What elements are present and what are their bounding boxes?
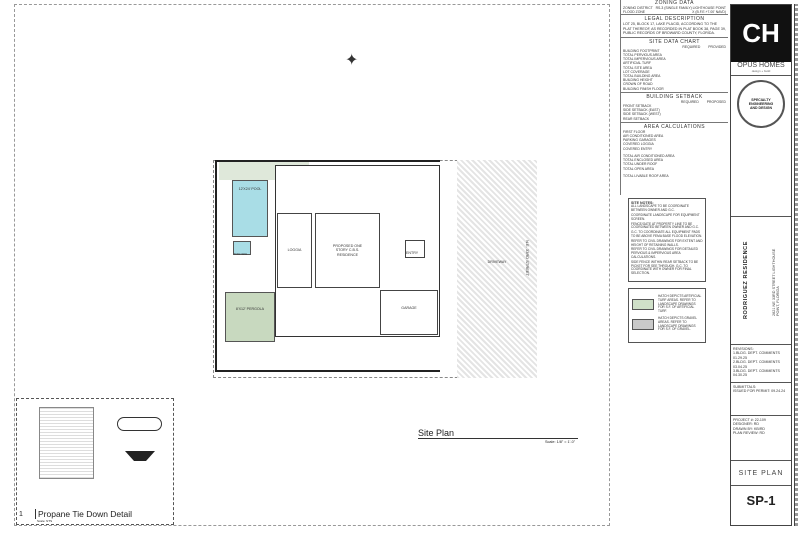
pool: 12'X24' POOL [232, 180, 268, 237]
legend-swatch [632, 319, 654, 331]
table-row: BUILDING FINISH FLOOR [623, 86, 664, 91]
plan-scale: Scale: 1/8" = 1'-0" [545, 440, 576, 444]
table-row: TOTAL IMPERVIOUS AREA [623, 57, 666, 62]
propane-tank-icon [117, 417, 162, 431]
legend-item: HATCH DEPICTS GRAVEL AREAS. REFER TO LAN… [632, 315, 702, 332]
legend-item: HATCH DEPICTS ARTIFICIAL TURF AREAS. REF… [632, 294, 702, 314]
street-label: N.E. 33RD STREET [525, 240, 530, 277]
area-row: PARKING GARAGES [623, 138, 656, 143]
spa: 6'X6' SPA [233, 241, 251, 256]
logo: CH [731, 5, 791, 62]
entry: ENTRY [405, 240, 425, 258]
sheet-title: SITE PLAN [731, 461, 791, 486]
table-row: BUILDING HEIGHT [623, 78, 653, 83]
loggia: LOGGIA [277, 213, 312, 288]
table-row: ARTIFICIAL TURF [623, 61, 652, 66]
zoning-label: ZONING DISTRICT [623, 6, 653, 10]
area-row: FIRST FLOOR [623, 129, 646, 134]
wall-line [215, 160, 440, 372]
table-row: FRONT SETBACK [623, 104, 652, 109]
garage: GARAGE [380, 290, 438, 335]
site-note: COORDINATE LANDSCAPE FOR EQUIPMENT SCREE… [631, 213, 700, 221]
site-note: FENCE/GATE AT PROPERTY LINE TO BE COORDI… [631, 221, 699, 230]
revision-item: 2.BLDG. DEPT. COMMENTS 03.04.25 [733, 360, 780, 369]
area-row: AIR CONDITIONED AREA [623, 134, 664, 139]
pergola: 8'X12' PERGOLA [225, 292, 275, 342]
area-row: TOTAL AIR CONDITIONED AREA [623, 153, 675, 158]
legend-swatch [632, 298, 654, 310]
propane-detail: 1 Propane Tie Down Detail Scale: NTS [16, 398, 174, 525]
column-header: PROVIDED [708, 44, 726, 49]
project-address: 2821 NE 33RD STREET LIGHTHOUSE POINT, FL… [771, 248, 780, 316]
detail-number: 1 [19, 511, 23, 518]
tank-section-icon [125, 451, 155, 461]
column-header: REQUIRED [680, 99, 699, 104]
drawing-border [14, 4, 610, 526]
zoning-value: RS-3 (SINGLE FAMILY) LIGHTHOUSE POINT [655, 6, 726, 10]
submittal-item: ISSUED FOR PERMIT: 09.24.24 [733, 389, 786, 394]
plan-title: Site Plan [418, 428, 578, 439]
brand-name: OPUS HOMES [737, 62, 785, 69]
revision-item: 3.BLDG. DEPT. COMMENTS 04.30.25 [733, 369, 780, 378]
zoning-label: FLOOD ZONE [623, 10, 646, 15]
detail-sheet-image [39, 407, 94, 479]
project-info-item: DRAWN BY: KB/RD [733, 426, 766, 431]
zoning-row: FLOOD ZONE X (B.F.E.+7.00' NAVD) [623, 10, 726, 14]
table-row: LOT COVERAGE [623, 69, 650, 74]
residence [275, 165, 440, 337]
project-info-item: DESIGNER: RD [733, 422, 759, 427]
area-row: TOTAL ENCLOSED AREA [623, 158, 664, 163]
table-row: TOTAL PERVIOUS AREA [623, 53, 662, 58]
detail-title: Propane Tie Down Detail [35, 509, 132, 519]
table-row: SIDE SETBACK (WEST) [623, 112, 661, 117]
site-plan: 12'X24' POOL 6'X6' SPA 8'X12' PERGOLA LO… [195, 140, 555, 405]
area-row: COVERED ENTRY [623, 146, 653, 151]
site-note: REFER TO CIVIL DRAWINGS FOR DETAILED PER… [631, 247, 698, 259]
table-row: BUILDING FOOTPRINT [623, 48, 660, 53]
area-row: TOTAL OPEN AREA [623, 166, 655, 171]
copyright-strip [794, 4, 798, 526]
column-header: PROPOSED [706, 99, 726, 104]
brand-tagline: design + build [731, 69, 791, 76]
zoning-value: X (B.F.E.+7.00' NAVD) [692, 10, 726, 15]
table-row: CROWN OF ROAD [623, 82, 653, 87]
hatch-legend: HATCH DEPICTS ARTIFICIAL TURF AREAS. REF… [628, 288, 706, 343]
table-row: TOTAL SITE AREA [623, 65, 652, 70]
site-note: SIDE FENCE WITHIN REAR SETBACK TO BE PIC… [631, 259, 699, 276]
project-info-item: PROJECT #: 22-109 [733, 418, 766, 422]
legend-text: HATCH DEPICTS GRAVEL AREAS. REFER TO LAN… [658, 315, 697, 332]
detail-scale: Scale: NTS [37, 519, 53, 523]
sheet-number: SP-1 [746, 493, 776, 508]
table-row: SIDE SETBACK (EAST) [623, 108, 660, 113]
project-info-item: PLAN REVIEW: RD [733, 431, 765, 436]
column-header: REQUIRED [682, 44, 701, 49]
site-note: ALL LANDSCAPE TO BE COORDINATE BETWEEN O… [631, 204, 689, 213]
site-note: REFER TO CIVIL DRAWINGS FOR EXTENT AND H… [631, 238, 703, 247]
project-name: RODRIGUEZ RESIDENCE [742, 241, 749, 320]
title-block: CH OPUS HOMES design + build SPECIALTY E… [730, 4, 792, 526]
table-row: TOTAL BUILDING AREA [623, 74, 661, 79]
north-arrow-icon: ✦ [345, 52, 359, 69]
project-block: RODRIGUEZ RESIDENCE 2821 NE 33RD STREET … [731, 217, 791, 345]
great-room: PROPOSED ONE STORY C.B.S. RESIDENCE [315, 213, 380, 288]
revision-item: 1.BLDG. DEPT. COMMENTS 01.29.25 [733, 351, 780, 360]
table-row: REAR SETBACK [623, 116, 650, 121]
legend-text: HATCH DEPICTS ARTIFICIAL TURF AREAS. REF… [658, 294, 702, 314]
site-note: G.C. TO COORDINATE ALL EQUIPMENT PADS TO… [631, 230, 703, 238]
area-row: COVERED LOGGIA [623, 142, 654, 147]
area-row: TOTAL UNDER ROOF [623, 162, 658, 167]
engineer-seal: SPECIALTY ENGINEERING AND DESIGN [737, 80, 785, 128]
site-notes: SITE NOTES: ALL LANDSCAPE TO BE COORDINA… [628, 198, 706, 282]
area-row: TOTAL LIVABLE ROOF AREA [623, 173, 669, 178]
driveway: DRIVEWAY [457, 160, 537, 378]
